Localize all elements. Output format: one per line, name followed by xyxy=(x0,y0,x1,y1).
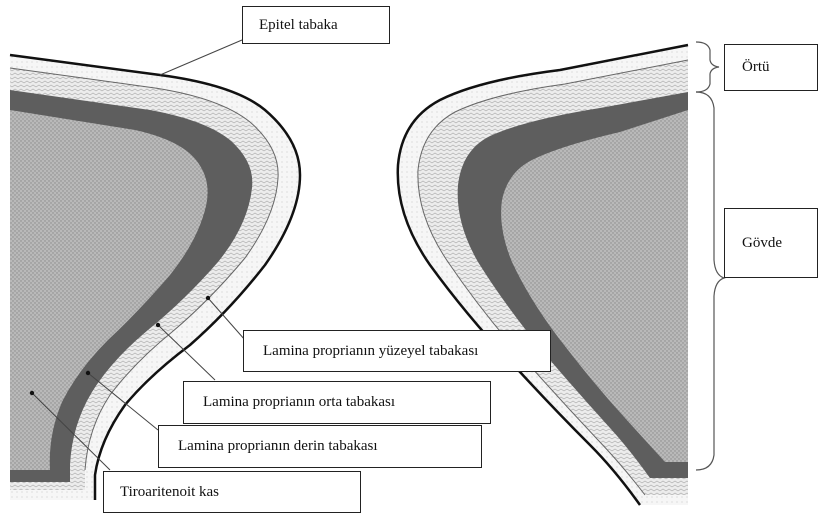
label-derin-tabaka-text: Lamina proprianın derin tabakası xyxy=(178,438,378,455)
govde-brace xyxy=(696,92,724,470)
label-orta-tabaka: Lamina proprianın orta tabakası xyxy=(183,381,491,424)
label-epitel-tabaka: Epitel tabaka xyxy=(242,6,390,44)
label-ortu-text: Örtü xyxy=(742,59,770,76)
label-epitel-tabaka-text: Epitel tabaka xyxy=(259,17,338,34)
label-tiroaritenoit-kas-text: Tiroaritenoit kas xyxy=(120,484,219,501)
dot-orta xyxy=(156,323,160,327)
label-yuzeyel-tabaka: Lamina proprianın yüzeyel tabakası xyxy=(243,330,551,372)
dot-kas xyxy=(30,391,34,395)
leader-line-epitel xyxy=(160,40,242,75)
label-yuzeyel-tabaka-text: Lamina proprianın yüzeyel tabakası xyxy=(263,343,478,360)
dot-derin xyxy=(86,371,90,375)
label-govde-text: Gövde xyxy=(742,235,782,252)
label-tiroaritenoit-kas: Tiroaritenoit kas xyxy=(103,471,361,513)
label-orta-tabaka-text: Lamina proprianın orta tabakası xyxy=(203,394,395,411)
label-derin-tabaka: Lamina proprianın derin tabakası xyxy=(158,425,482,468)
label-ortu: Örtü xyxy=(724,44,818,91)
dot-yuzeyel xyxy=(206,296,210,300)
label-govde: Gövde xyxy=(724,208,818,278)
ortu-brace xyxy=(696,42,719,92)
